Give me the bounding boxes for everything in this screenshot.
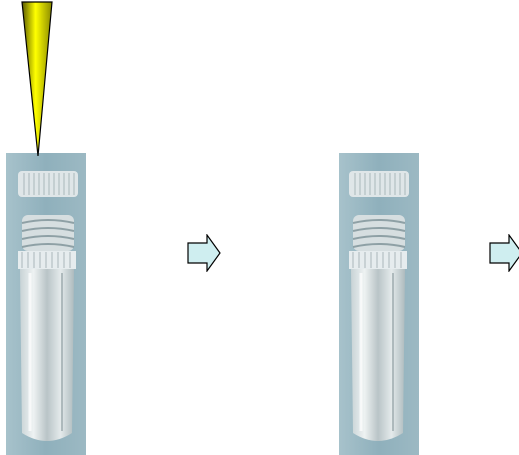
step-arrow-1 xyxy=(187,234,221,272)
pipette-tip xyxy=(20,0,56,158)
tube-collar xyxy=(349,251,407,269)
tube-body xyxy=(20,269,74,441)
step-arrow-2 xyxy=(489,234,519,272)
tube-collar xyxy=(18,251,76,269)
sample-tube-left xyxy=(6,153,86,455)
tube-cap xyxy=(349,171,409,197)
sample-tube-right xyxy=(339,153,419,455)
tube-cap xyxy=(18,171,78,197)
tube-body xyxy=(351,269,405,441)
tube-neck xyxy=(353,215,405,251)
tube-neck xyxy=(22,215,74,251)
